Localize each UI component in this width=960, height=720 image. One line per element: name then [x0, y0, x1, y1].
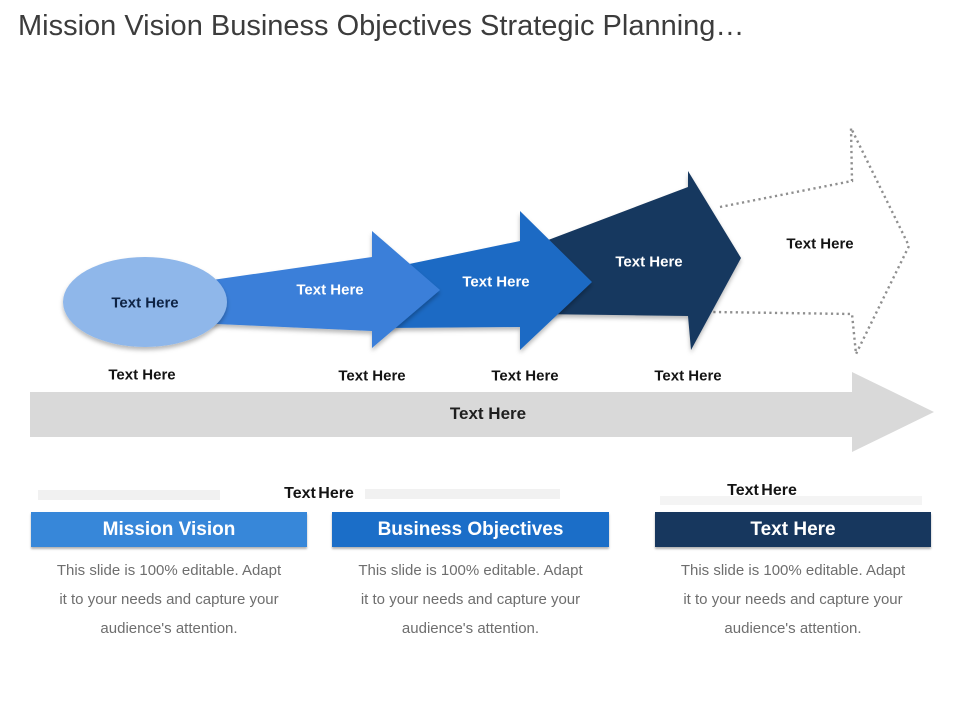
step-label-4: Text Here — [654, 367, 722, 385]
card-3-desc-line-3: audience's attention. — [724, 620, 862, 637]
floating-label-1: Text Here — [284, 485, 354, 502]
growth-arrow-3 — [535, 171, 741, 350]
card-2-desc-line-2: it to your needs and capture your — [360, 591, 581, 608]
card-3-description: This slide is 100% editable. Adapt it to… — [652, 556, 934, 643]
step-label-1: Text Here — [108, 366, 176, 384]
floating-label-2: Text Here — [727, 482, 797, 499]
dotted-arrow-label: Text Here — [786, 235, 854, 253]
card-3-desc-line-1: This slide is 100% editable. Adapt — [680, 562, 906, 579]
card-mission-vision: Mission Vision — [31, 512, 307, 547]
arrow-2-label: Text Here — [462, 273, 530, 291]
card-text-here: Text Here — [655, 512, 931, 547]
card-3-header: Text Here — [750, 518, 836, 540]
growth-arrow-2 — [385, 211, 592, 350]
card-2-desc-line-1: This slide is 100% editable. Adapt — [358, 562, 583, 579]
card-1-desc-line-1: This slide is 100% editable. Adapt — [56, 562, 282, 579]
card-3-desc-line-2: it to your needs and capture your — [683, 591, 903, 608]
card-1-description: This slide is 100% editable. Adapt it to… — [29, 556, 309, 643]
card-business-objectives: Business Objectives — [332, 512, 609, 547]
arrow-1-label: Text Here — [296, 281, 364, 299]
page-title: Mission Vision Business Objectives Strat… — [18, 10, 745, 42]
card-1-desc-line-3: audience's attention. — [100, 620, 238, 637]
step-label-2: Text Here — [338, 367, 406, 385]
ellipse-label: Text Here — [111, 294, 179, 312]
ghost-band-1 — [38, 490, 220, 500]
growth-arrow-1 — [150, 231, 440, 348]
card-2-description: This slide is 100% editable. Adapt it to… — [330, 556, 611, 643]
card-1-desc-line-2: it to your needs and capture your — [59, 591, 279, 608]
baseline-arrow-label: Text Here — [449, 404, 527, 423]
arrow-3-label: Text Here — [615, 253, 683, 271]
dotted-outline-arrow — [712, 127, 911, 359]
card-2-desc-line-3: audience's attention. — [401, 620, 540, 637]
card-2-header: Business Objectives — [377, 518, 564, 540]
baseline-arrow — [30, 372, 934, 452]
step-label-3: Text Here — [491, 367, 559, 385]
ghost-band-3 — [660, 496, 922, 505]
card-1-header: Mission Vision — [102, 518, 236, 540]
start-ellipse — [63, 257, 227, 347]
ghost-band-2 — [365, 489, 560, 499]
